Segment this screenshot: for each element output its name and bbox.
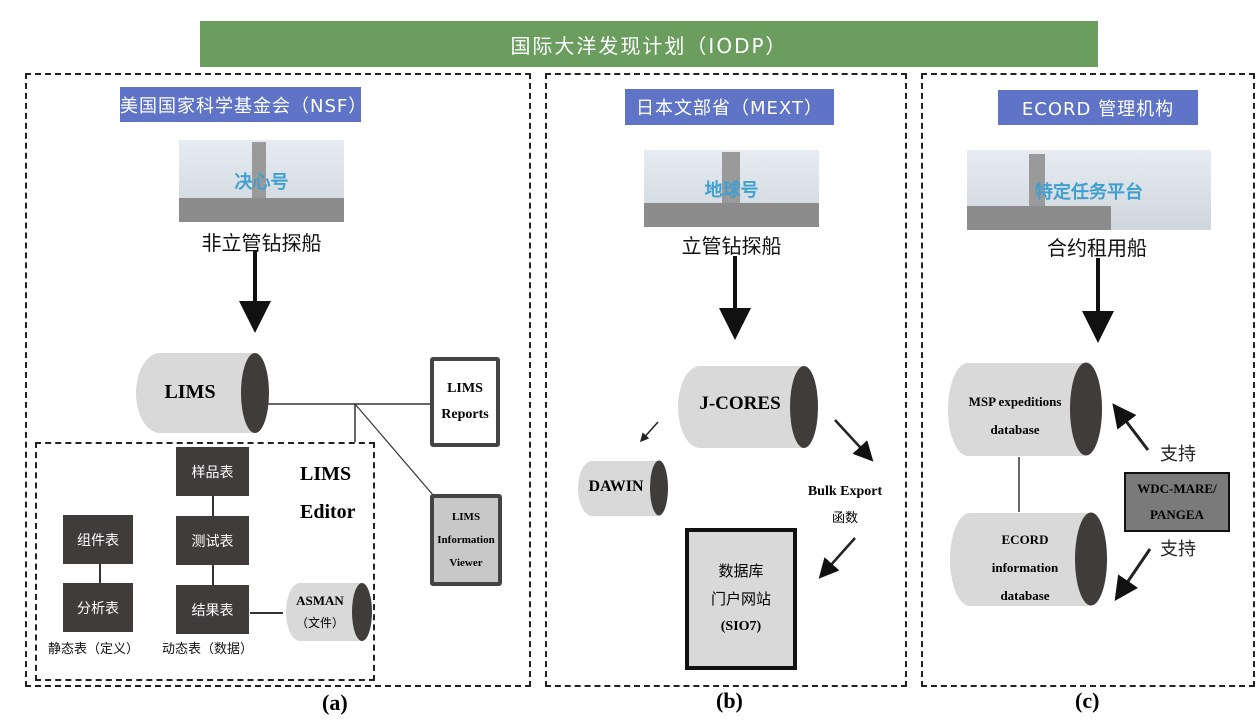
asman-label-line2: （文件）: [295, 616, 344, 630]
portal-line1: 数据库: [718, 562, 764, 580]
msp-db-line2: database: [990, 422, 1040, 437]
table-test-label: 测试表: [191, 533, 234, 550]
lims-viewer-line2: Information: [437, 533, 495, 546]
table-analysis-label: 分析表: [77, 600, 119, 617]
dynamic-table-label: 动态表（数据）: [162, 642, 254, 657]
lims-reports-line2: Reports: [441, 407, 489, 422]
caption-a: (a): [322, 690, 348, 715]
msp-db-cylinder: [948, 362, 1102, 456]
arrow-jcores-to-dawin: [639, 421, 659, 443]
table-result: 结果表: [176, 585, 249, 634]
bulk-export-line1: Bulk Export: [807, 484, 883, 499]
lims-editor-title-line2: Editor: [300, 501, 356, 523]
database-portal-box: 数据库 门户网站 (SIO7): [685, 528, 797, 670]
msp-db-line1: MSP expeditions: [968, 394, 1062, 409]
lims-label: LIMS: [164, 381, 216, 403]
ecord-db-line3: database: [1000, 588, 1050, 603]
panel-nsf: [25, 73, 531, 687]
ship-image-msp: 特定任务平台: [967, 150, 1211, 230]
org-label-mext: 日本文部省（MEXT）: [625, 89, 834, 125]
org-nsf-text: 美国国家科学基金会（NSF）: [120, 95, 368, 117]
ship-image-joides: 决心号: [179, 140, 344, 222]
lims-reports-line1: LIMS: [447, 381, 483, 396]
caption-c: (c): [1075, 688, 1100, 713]
org-ecord-text: ECORD 管理机构: [1021, 98, 1175, 120]
lims-viewer-box: LIMS Information Viewer: [430, 494, 502, 586]
table-component-label: 组件表: [77, 532, 119, 549]
wdc-pangea-box: WDC-MARE/ PANGEA: [1124, 472, 1230, 532]
wdc-line1: WDC-MARE/: [1137, 481, 1217, 496]
msp-db-label: MSP expeditions database: [945, 388, 1085, 444]
arrow-jcores-to-bulk: [834, 419, 874, 462]
table-sample: 样品表: [176, 447, 249, 496]
title-banner: 国际大洋发现计划（IODP）: [200, 21, 1098, 67]
ecord-db-line2: information: [991, 560, 1059, 575]
ship-image-chikyu: 地球号: [644, 150, 819, 227]
arrow-bulk-to-portal: [818, 537, 856, 579]
ecord-db-cylinder: [950, 512, 1107, 606]
ship-type-ecord: 合约租用船: [1047, 236, 1147, 260]
lims-editor-box: [35, 442, 375, 681]
asman-label: ASMAN （文件）: [285, 590, 355, 634]
support-label-top: 支持: [1160, 444, 1196, 465]
org-label-ecord: ECORD 管理机构: [998, 90, 1198, 125]
lims-viewer-line3: Viewer: [449, 556, 483, 569]
lims-reports-box: LIMS Reports: [430, 357, 500, 447]
arrow-support-to-msp: [1112, 403, 1150, 451]
caption-b: (b): [716, 688, 743, 713]
jcores-cylinder: [678, 366, 818, 448]
ship-type-nsf: 非立管钻探船: [201, 231, 322, 255]
portal-line2: 门户网站: [710, 590, 771, 608]
ecord-db-line1: ECORD: [1001, 532, 1049, 547]
table-sample-label: 样品表: [191, 464, 234, 481]
title-text: 国际大洋发现计划（IODP）: [510, 33, 788, 58]
portal-line3: (SIO7): [720, 619, 762, 634]
ship-type-mext: 立管钻探船: [681, 234, 782, 258]
bulk-export-line2: 函数: [831, 511, 858, 526]
lims-viewer-connector: [354, 403, 434, 496]
dawin-cylinder: [578, 460, 668, 516]
static-table-label: 静态表（定义）: [48, 642, 140, 657]
support-label-bottom: 支持: [1160, 539, 1196, 560]
table-analysis: 分析表: [63, 583, 133, 632]
asman-cylinder: [286, 583, 372, 641]
bulk-export-label: Bulk Export 函数: [795, 478, 895, 532]
panel-mext: [545, 73, 907, 687]
jcores-label: J-CORES: [699, 393, 781, 414]
org-mext-text: 日本文部省（MEXT）: [636, 98, 823, 119]
panel-ecord: [921, 73, 1255, 687]
arrow-support-to-ecord: [1114, 548, 1152, 601]
table-result-label: 结果表: [191, 602, 234, 619]
table-test: 测试表: [176, 516, 249, 565]
wdc-line2: PANGEA: [1150, 507, 1204, 522]
lims-cylinder: [136, 353, 269, 433]
lims-viewer-line1: LIMS: [451, 510, 481, 523]
lims-editor-title: LIMS Editor: [300, 455, 356, 531]
ecord-db-label: ECORD information database: [960, 526, 1090, 610]
table-component: 组件表: [63, 515, 133, 564]
ship-name-chikyu: 地球号: [704, 180, 759, 201]
dawin-label: DAWIN: [588, 478, 644, 495]
ship-name-joides: 决心号: [234, 172, 289, 193]
lims-editor-title-line1: LIMS: [300, 463, 352, 485]
asman-label-line1: ASMAN: [296, 593, 344, 608]
org-label-nsf: 美国国家科学基金会（NSF）: [120, 87, 368, 122]
ship-name-msp: 特定任务平台: [1035, 182, 1143, 203]
